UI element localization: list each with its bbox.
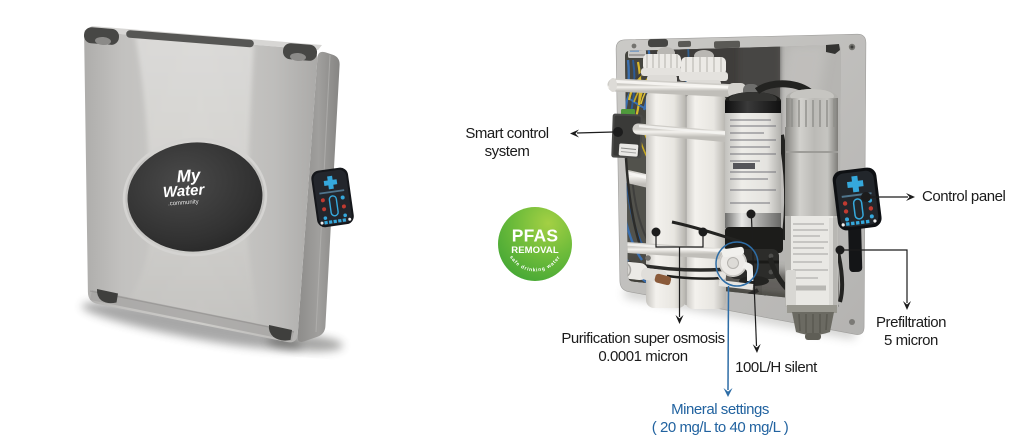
badge-subtitle: REMOVAL (511, 245, 559, 256)
closed-unit-feet (96, 289, 292, 341)
carbon-filter (785, 89, 838, 340)
label-prefiltration: Prefiltration 5 micron (851, 314, 971, 350)
label-smart-control-system: Smart control system (432, 125, 582, 161)
brand-logo: My Water .community (122, 137, 268, 257)
leader-flow (746, 209, 761, 353)
mineral-fitting (671, 220, 754, 290)
closed-unit-bottom-strip (90, 290, 294, 341)
label-purification-line1: Purification super osmosis (561, 330, 725, 347)
brand-line3: .community (168, 199, 199, 207)
label-smart-control-line2: system (484, 143, 530, 160)
badge-title: PFAS (512, 226, 559, 246)
closed-unit-top-fittings (83, 27, 318, 62)
label-flow-rate: 100L/H silent (735, 359, 817, 376)
open-unit-control-panel (832, 167, 882, 273)
label-purification: Purification super osmosis 0.0001 micron (553, 330, 733, 366)
pfas-removal-badge: PFAS REMOVAL safe drinking water (498, 207, 572, 281)
label-control-panel: Control panel (922, 188, 1006, 205)
leader-purification (651, 227, 708, 324)
label-mineral-line1: Mineral settings (671, 401, 769, 418)
closed-unit-control-panel (311, 167, 354, 228)
leader-control-panel (861, 192, 915, 202)
closed-unit-image: My Water .community (81, 26, 354, 352)
leader-prefiltration (835, 245, 911, 310)
leader-mineral (715, 241, 759, 397)
brand-line2: Water (162, 181, 206, 201)
label-mineral-line2: ( 20 mg/L to 40 mg/L ) (651, 419, 789, 436)
label-prefiltration-line1: Prefiltration (875, 314, 946, 331)
open-unit-top-rim-details (631, 38, 856, 325)
open-unit-image (607, 33, 882, 340)
leader-smart-control (570, 127, 623, 138)
label-prefiltration-line2: 5 micron (884, 332, 938, 349)
label-purification-line2: 0.0001 micron (598, 348, 688, 365)
brand-line1: My (176, 165, 202, 186)
top-pipes (607, 78, 759, 143)
label-smart-control-line1: Smart control (465, 125, 549, 142)
label-mineral-settings: Mineral settings ( 20 mg/L to 40 mg/L ) (620, 401, 820, 437)
